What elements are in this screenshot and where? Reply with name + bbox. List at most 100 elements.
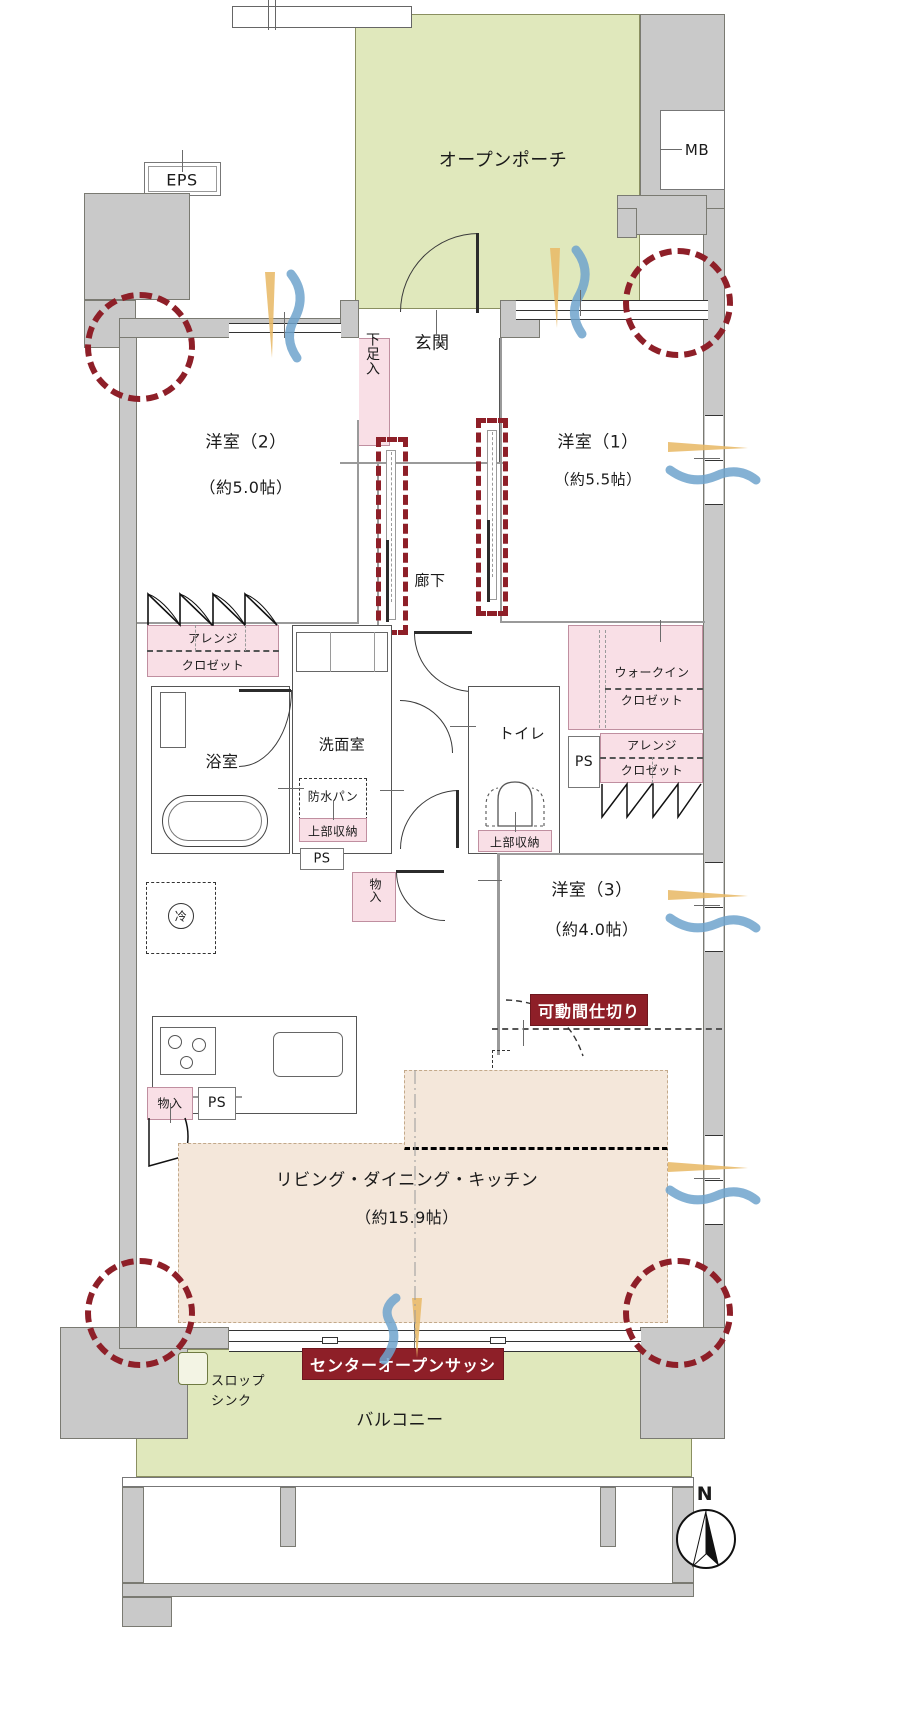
walk-in-closet-rail2 — [605, 630, 606, 728]
compass-north-label: N — [696, 1483, 714, 1505]
kitchen-sink — [273, 1032, 343, 1077]
vanity-divider — [330, 632, 331, 672]
mb-tick — [660, 149, 682, 150]
western-1-area: （約5.5帖） — [554, 470, 642, 489]
sash-handle-right — [490, 1337, 506, 1344]
walk-in-closet-line2: クロゼット — [620, 693, 684, 708]
movable-partition-tick — [523, 1020, 524, 1046]
balcony-rail-outer — [122, 1477, 694, 1487]
monoire-kitchen-tick — [170, 1103, 171, 1123]
airflow-top-left — [265, 269, 305, 363]
western-2-area: （約5.0帖） — [199, 478, 293, 497]
walk-in-closet-shelf — [605, 688, 703, 690]
wic-tick — [660, 620, 661, 642]
arrange-closet-left-divider — [147, 650, 279, 652]
movable-partition-tag: 可動間仕切り — [530, 994, 649, 1026]
slop-sink-fixture — [178, 1352, 208, 1385]
north-arrow-icon — [676, 1509, 736, 1569]
ps-wash-box — [300, 848, 344, 870]
roof-line-top — [232, 6, 412, 28]
bathtub-inner — [168, 801, 262, 841]
center-open-sash-tag: センターオープンサッシ — [302, 1348, 505, 1380]
exterior-wall-left — [119, 318, 137, 1328]
balcony-partition-mid — [280, 1487, 296, 1547]
balcony-step — [122, 1597, 172, 1627]
highlight-circle-bottom-left — [85, 1258, 195, 1368]
exterior-wall-upperright-side — [617, 208, 637, 238]
closet-left-hanger-tick2 — [245, 625, 246, 651]
airflow-bottom-ldk — [379, 1293, 422, 1365]
corridor-door-leaf-toilet — [414, 631, 472, 634]
balcony-pillar-left — [122, 1487, 144, 1583]
wall-bed1-left — [500, 338, 502, 623]
arrange-closet-right-line2: クロゼット — [620, 763, 684, 778]
tick-window-bed3 — [694, 905, 720, 906]
mb-box — [660, 110, 725, 190]
arrange-closet-right-folding-doors — [601, 781, 702, 820]
toilet-label: トイレ — [498, 724, 546, 743]
airflow-top-right — [550, 245, 590, 339]
eps-box — [144, 162, 221, 196]
open-porch-area — [355, 14, 640, 309]
wall-bed1-bottom — [500, 621, 705, 623]
getabako-label: 下足入 — [364, 332, 380, 376]
ps-toilet-label: PS — [574, 754, 594, 770]
corridor-door-arc-wash — [400, 700, 453, 753]
western-3-label: 洋室（3） — [551, 880, 633, 901]
wall-bed2-right — [357, 420, 359, 624]
wall-entry-stub-left — [340, 300, 359, 338]
walk-in-closet-line1: ウォークイン — [614, 665, 690, 680]
western-2-label: 洋室（2） — [205, 432, 287, 453]
airflow-right-ldk — [665, 1162, 761, 1205]
roof-line-top2 — [268, 0, 276, 30]
ps-kitchen-label: PS — [207, 1095, 227, 1111]
western-1-label: 洋室（1） — [557, 432, 639, 453]
refrigerator-label: 冷 — [174, 909, 188, 924]
highlight-circle-top-right — [623, 248, 733, 358]
monoire-hall-door-arc — [396, 872, 445, 921]
balcony-base — [122, 1583, 694, 1597]
corridor-label: 廊下 — [414, 571, 446, 590]
airflow-right-bed3 — [665, 890, 761, 933]
refrigerator-space — [146, 882, 216, 954]
tick-window-left-top — [284, 312, 285, 338]
genkan-label: 玄関 — [414, 333, 450, 354]
arrange-closet-left-line1: アレンジ — [187, 631, 239, 646]
open-porch-label: オープンポーチ — [438, 150, 568, 171]
vanity-unit — [296, 632, 388, 672]
corridor-door-arc-bed3 — [400, 790, 459, 849]
ps-kitchen-box — [198, 1087, 236, 1120]
monoire-hall-label: 物入 — [368, 878, 382, 903]
ldk-label: リビング・ダイニング・キッチン — [275, 1170, 539, 1191]
entrance-door-leaf — [476, 233, 479, 313]
burner-2 — [192, 1038, 206, 1052]
corridor-door-leaf-bed3 — [456, 790, 459, 848]
arrange-closet-left-folding-doors — [147, 592, 278, 627]
bath-label: 浴室 — [205, 752, 239, 771]
monoire-hall — [352, 872, 396, 922]
tick-bed3-left — [478, 880, 502, 881]
movable-door-highlight-left — [376, 437, 408, 635]
corridor-door-arc-toilet — [414, 633, 473, 692]
genkan-step-line — [340, 462, 505, 464]
closet-left-hanger-tick — [195, 625, 196, 651]
ps-wash-label: PS — [313, 851, 331, 867]
walk-in-closet — [568, 625, 703, 730]
wall-bed2-bottom — [137, 622, 359, 624]
burner-3 — [180, 1056, 193, 1069]
wash-pan-tick — [333, 800, 334, 820]
ps-toilet-box — [568, 736, 600, 788]
ldk-area: （約15.9帖） — [355, 1208, 459, 1227]
burner-1 — [168, 1035, 182, 1049]
bath-counter — [160, 692, 186, 748]
kitchen-counter-edge — [152, 1096, 242, 1098]
toilet-wall-tick — [450, 726, 476, 727]
wash-upper-storage-label: 上部収納 — [307, 824, 359, 839]
ldk-centerline — [414, 1070, 416, 1338]
closet-right-hanger-tick — [652, 757, 653, 783]
tick-window-right-entry — [580, 290, 581, 316]
highlight-circle-top-left — [85, 292, 195, 402]
exterior-wall-top-left — [84, 193, 190, 300]
bath-door-leaf — [239, 689, 291, 692]
arrange-closet-right-line1: アレンジ — [626, 738, 678, 753]
